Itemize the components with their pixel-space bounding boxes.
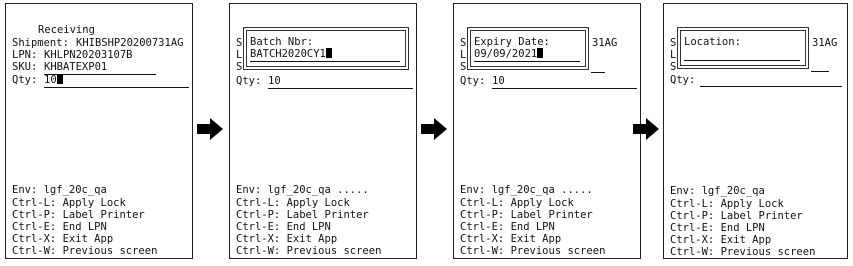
env-line: Env: lgf_20c_qa [12, 184, 107, 196]
expiry-value: 09/09/2021 [474, 48, 538, 60]
right-arrow-icon [633, 118, 659, 140]
key-hint-previous: Ctrl-W: Previous screen [236, 245, 382, 257]
popup-label: Expiry Date: [474, 36, 550, 48]
env-line: Env: lgf_20c_qa [670, 185, 765, 197]
text-cursor [537, 48, 544, 58]
key-hint-printer: Ctrl-P: Label Printer [460, 209, 593, 221]
batch-value: BATCH2020CY1 [250, 48, 326, 60]
qty-label: Qty: [236, 75, 262, 87]
location-underline [684, 60, 800, 61]
qty-underline [44, 87, 189, 88]
shipment-label: Shipment: [12, 37, 69, 49]
lpn-label: LPN: [12, 49, 38, 61]
key-hint-previous: Ctrl-W: Previous screen [12, 245, 158, 257]
qty-value: 10 [492, 75, 505, 87]
side-letter: L [670, 49, 677, 61]
side-letter: S [670, 37, 677, 49]
side-letter: L [236, 49, 243, 61]
right-arrow-icon [421, 118, 447, 140]
env-line: Env: lgf_20c_qa ..... [460, 184, 593, 196]
qty-underline [492, 88, 637, 89]
rf-screen-batch: S L S Batch Nbr: BATCH2020CY1 Qty: 10 En… [229, 3, 417, 259]
side-letter: S [670, 61, 677, 73]
background-underline [811, 71, 829, 72]
key-hint-end-lpn: Ctrl-E: End LPN [460, 221, 555, 233]
key-hint-end-lpn: Ctrl-E: End LPN [670, 222, 765, 234]
batch-popup: Batch Nbr: BATCH2020CY1 [243, 27, 409, 70]
expiry-input[interactable]: 09/09/2021 [474, 48, 544, 60]
screen-title: Receiving [38, 24, 95, 36]
popup-label: Batch Nbr: [250, 36, 314, 48]
expiry-underline [474, 61, 580, 62]
rf-screen-expiry: S L S Expiry Date: 09/09/2021 31AG Qty: … [453, 3, 641, 259]
key-hint-printer: Ctrl-P: Label Printer [670, 210, 803, 222]
background-underline [591, 72, 605, 73]
env-line: Env: lgf_20c_qa ..... [236, 184, 369, 196]
background-fragment: 31AG [592, 37, 618, 49]
qty-underline [700, 86, 842, 87]
qty-label: Qty: [670, 74, 696, 86]
key-hint-lock: Ctrl-L: Apply Lock [236, 197, 350, 209]
qty-underline [268, 88, 413, 89]
expiry-popup-frame [470, 30, 586, 67]
key-hint-printer: Ctrl-P: Label Printer [12, 209, 145, 221]
right-arrow-icon [197, 118, 223, 140]
key-hint-exit: Ctrl-X: Exit App [236, 233, 338, 245]
location-input[interactable] [684, 48, 800, 60]
key-hint-end-lpn: Ctrl-E: End LPN [12, 221, 107, 233]
sku-underline [44, 74, 156, 75]
key-hint-lock: Ctrl-L: Apply Lock [12, 197, 126, 209]
expiry-popup: Expiry Date: 09/09/2021 [467, 27, 589, 70]
key-hint-exit: Ctrl-X: Exit App [670, 234, 772, 246]
text-cursor [325, 48, 332, 58]
qty-label: Qty: [460, 75, 486, 87]
shipment-value: KHIBSHP20200731AG [76, 37, 184, 49]
key-hint-exit: Ctrl-X: Exit App [460, 233, 562, 245]
key-hint-lock: Ctrl-L: Apply Lock [460, 197, 574, 209]
side-letter: S [460, 37, 467, 49]
location-popup-frame [680, 30, 806, 66]
qty-value: 10 [44, 74, 57, 86]
sku-value: KHBATEXP01 [44, 61, 108, 73]
key-hint-printer: Ctrl-P: Label Printer [236, 209, 369, 221]
side-letter: S [460, 61, 467, 73]
side-letter: S [236, 37, 243, 49]
sku-label: SKU: [12, 61, 38, 73]
background-fragment: 31AG [812, 37, 838, 49]
rf-screen-receiving: Receiving Shipment: KHIBSHP20200731AG LP… [5, 3, 193, 259]
key-hint-end-lpn: Ctrl-E: End LPN [236, 221, 331, 233]
qty-input[interactable]: 10 [44, 74, 63, 86]
popup-label: Location: [684, 36, 741, 48]
side-letter: S [236, 61, 243, 73]
side-letter: L [460, 49, 467, 61]
qty-label: Qty: [12, 74, 38, 86]
batch-popup-frame [246, 30, 406, 67]
location-popup: Location: [677, 27, 809, 69]
qty-input[interactable] [700, 74, 842, 86]
lpn-value: KHLPN20203107B [44, 49, 133, 61]
qty-value: 10 [268, 75, 281, 87]
batch-input[interactable]: BATCH2020CY1 [250, 48, 332, 60]
key-hint-lock: Ctrl-L: Apply Lock [670, 198, 784, 210]
text-cursor [56, 74, 63, 84]
rf-screen-location: S L S Location: 31AG Qty: Env: lgf_20c_q… [663, 3, 848, 259]
key-hint-previous: Ctrl-W: Previous screen [460, 245, 606, 257]
key-hint-previous: Ctrl-W: Previous screen [670, 246, 816, 258]
batch-underline [250, 61, 400, 62]
key-hint-exit: Ctrl-X: Exit App [12, 233, 114, 245]
